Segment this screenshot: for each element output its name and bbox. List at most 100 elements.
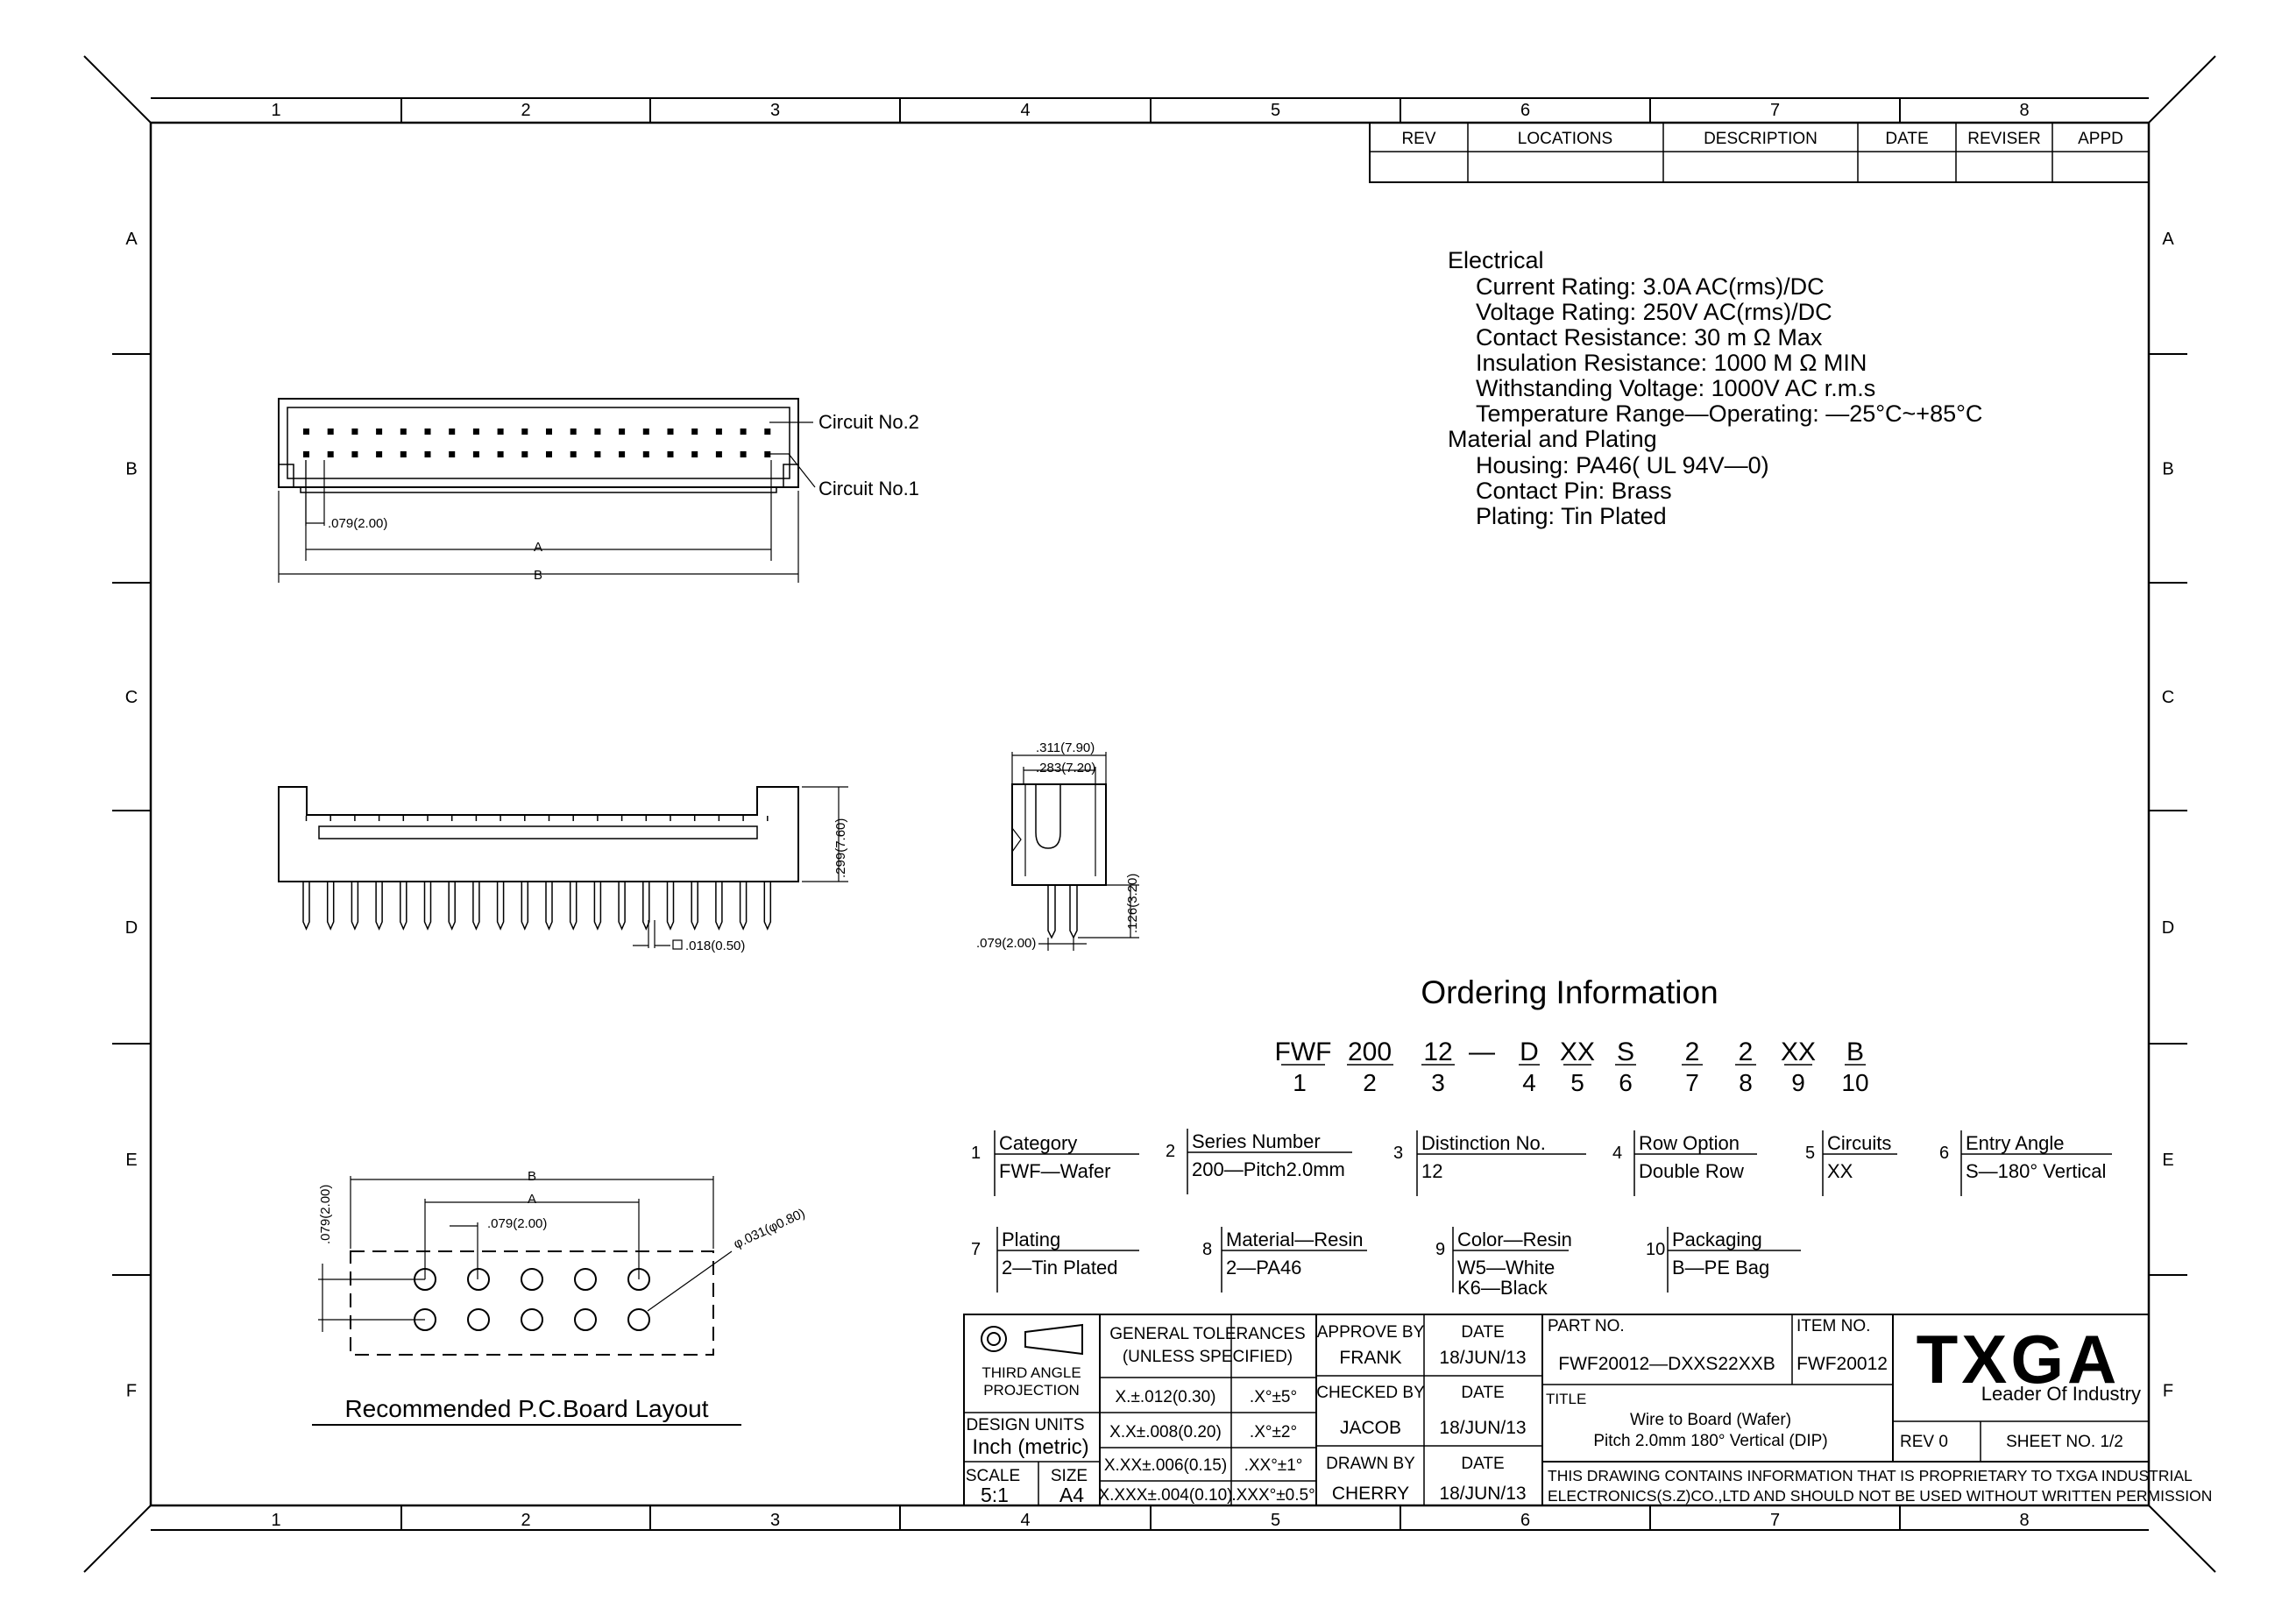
pin-square (472, 451, 479, 457)
zone-column-label: 7 (1770, 101, 1780, 120)
code-part: 2 (1685, 1038, 1700, 1066)
zone-column-label: 8 (2019, 1511, 2029, 1530)
pcb-hole (467, 1308, 490, 1331)
pin-square (497, 429, 504, 435)
pcb-hole (574, 1268, 597, 1291)
pin-square (691, 429, 698, 435)
proprietary-notice: THIS DRAWING CONTAINS INFORMATION THAT I… (1548, 1467, 2193, 1484)
spec-material-heading: Material and Plating (1448, 426, 1657, 452)
pin-square (400, 451, 407, 457)
pin-square (303, 429, 309, 435)
pin-square (764, 451, 771, 457)
field-value: XX (1827, 1160, 1853, 1182)
field-number: 5 (1805, 1144, 1815, 1163)
zone-row-label: A (125, 230, 138, 249)
pin-lead (400, 882, 407, 931)
zone-column-label: 7 (1770, 1511, 1780, 1530)
pin-lead (569, 882, 578, 931)
pin-lead (739, 882, 748, 931)
pcb-hole (627, 1308, 650, 1331)
code-index: 4 (1522, 1069, 1536, 1096)
field-number: 7 (971, 1240, 981, 1259)
field-number: 8 (1202, 1240, 1212, 1259)
pin-square (570, 451, 577, 457)
field-name: Category (999, 1132, 1077, 1154)
code-part: 2 (1739, 1038, 1754, 1066)
ordering-code: FWF 200 12 — D XX S 2 2 XX B (1275, 1038, 1864, 1066)
circuit-no2-label: Circuit No.2 (818, 411, 919, 433)
field-name: Packaging (1672, 1229, 1762, 1250)
pin-lead (472, 882, 480, 931)
pcb-hole-dim: φ.031(φ0.80) (732, 1206, 808, 1252)
size-label: SIZE (1051, 1467, 1088, 1485)
pin-lead (521, 882, 529, 931)
field-value: 2—PA46 (1226, 1257, 1301, 1278)
front-pin-dim: .018(0.50) (685, 938, 745, 953)
title-block (963, 1314, 2150, 1506)
side-dim-outer: .311(7.90) (1036, 740, 1095, 755)
field-number: 3 (1393, 1144, 1403, 1163)
checked-date: 18/JUN/13 (1439, 1418, 1526, 1438)
zone-row-label: D (2162, 918, 2174, 938)
tolerance-linear: X.XXX±.004(0.10) (1098, 1486, 1232, 1505)
front-view (278, 786, 848, 950)
revision-table: REV LOCATIONS DESCRIPTION DATE REVISER A… (1369, 122, 2150, 183)
field-value: S—180° Vertical (1966, 1160, 2106, 1182)
field-name: Entry Angle (1966, 1132, 2065, 1154)
pcb-dim-a: A (528, 1192, 536, 1207)
zone-row-label: F (126, 1382, 137, 1401)
sheet-number: SHEET NO. 1/2 (2006, 1433, 2123, 1451)
title-label: TITLE (1546, 1391, 1586, 1407)
size-value: A4 (1059, 1484, 1084, 1506)
spec-line: Current Rating: 3.0A AC(rms)/DC (1476, 273, 1825, 300)
zone-row-label: E (2162, 1151, 2173, 1170)
pin-lead (715, 882, 723, 931)
pin-lead (618, 882, 626, 931)
scale-label: SCALE (966, 1467, 1020, 1485)
field-name: Distinction No. (1421, 1132, 1546, 1154)
pin-square (570, 429, 577, 435)
drawn-date: 18/JUN/13 (1439, 1484, 1526, 1504)
pin-square (642, 451, 649, 457)
item-no-label: ITEM NO. (1796, 1317, 1870, 1335)
zone-row-label: E (125, 1151, 137, 1170)
projection-label: PROJECTION (983, 1382, 1080, 1399)
code-index: 10 (1841, 1069, 1868, 1096)
zone-row-label: B (125, 460, 137, 479)
zone-column-label: 6 (1520, 1511, 1530, 1530)
title-line-1: Wire to Board (Wafer) (1630, 1411, 1791, 1429)
pcb-dim-b: B (528, 1169, 536, 1184)
code-part: XX (1781, 1038, 1816, 1066)
tolerance-angular: .X°±2° (1250, 1423, 1297, 1441)
field-number: 6 (1939, 1144, 1949, 1163)
code-part: D (1520, 1038, 1539, 1066)
tolerance-angular: .XX°±1° (1244, 1456, 1303, 1475)
code-part: S (1617, 1038, 1634, 1066)
pin-square (740, 429, 747, 435)
spec-line: Contact Pin: Brass (1476, 478, 1672, 504)
code-part: — (1469, 1038, 1495, 1066)
rev-header-date: DATE (1885, 130, 1928, 148)
field-number: 4 (1612, 1144, 1622, 1163)
spec-line: Voltage Rating: 250V AC(rms)/DC (1476, 299, 1832, 325)
revision-value: REV 0 (1900, 1433, 1948, 1451)
zone-column-label: 5 (1271, 101, 1280, 120)
pin-lead (691, 882, 698, 931)
design-units-value: Inch (metric) (972, 1435, 1088, 1459)
code-index: 2 (1363, 1069, 1377, 1096)
spec-line: Housing: PA46( UL 94V—0) (1476, 452, 1769, 478)
spec-electrical-heading: Electrical (1448, 247, 1544, 273)
field-name: Series Number (1192, 1130, 1321, 1152)
rev-header-reviser: REVISER (1967, 130, 2040, 148)
pin-square (546, 429, 552, 435)
company-logo: TXGA (1917, 1321, 2121, 1398)
pin-square (740, 451, 747, 457)
rev-header-locations: LOCATIONS (1518, 130, 1612, 148)
zone-row-label: C (2162, 688, 2174, 707)
approver-name: FRANK (1339, 1348, 1401, 1368)
pin-square (424, 429, 431, 435)
pin-lead (423, 882, 432, 931)
